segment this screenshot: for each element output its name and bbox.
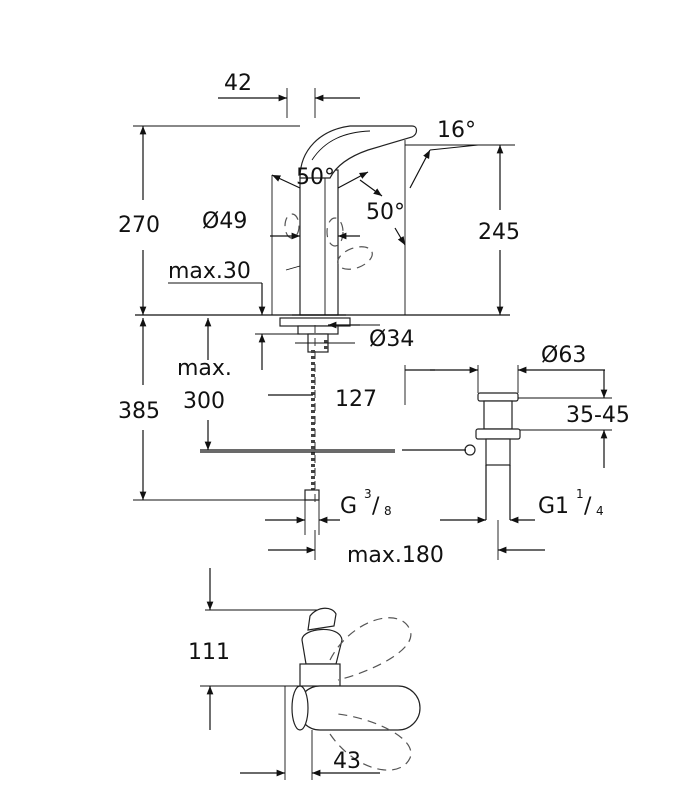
dim-waste-thread-num: 1 [576,487,584,501]
dim-max-pullrod: max.180 [347,543,444,568]
dim-connection-thread: G [340,494,357,519]
dim-connection-thread-num: 3 [364,487,372,501]
dim-plan-depth: 111 [188,640,230,665]
dimension-labels: 42 16° 50° 50° Ø49 270 245 max.30 Ø34 ma… [118,71,630,774]
dim-spout-angle: 16° [437,118,476,143]
dim-waste-thread-den: 4 [596,504,604,518]
dim-max-deck: max.30 [168,259,251,284]
faucet-front-view [284,125,418,316]
dim-connection-thread-den: 8 [384,504,392,518]
dim-lever-angle-right: 50° [366,200,405,225]
dim-waste-diameter: Ø63 [541,343,586,368]
faucet-plan-view [200,568,421,780]
fraction-slash: / [372,494,380,519]
dim-hose-length: 385 [118,399,160,424]
dim-waste-thread: G1 [538,494,569,519]
dim-hose-max-line1: max. [177,356,232,381]
dim-plan-offset: 43 [333,749,361,774]
dim-waste-range: 35-45 [566,403,630,428]
dim-total-height: 270 [118,213,160,238]
dim-horizontal-offset: 127 [335,387,377,412]
fraction-slash-2: / [584,494,592,519]
dim-hole-diameter: Ø34 [369,327,414,352]
dim-outlet-spacing: 42 [224,71,252,96]
dim-base-diameter: Ø49 [202,209,247,234]
dim-hose-max-line2: 300 [183,389,225,414]
dim-lever-angle-left: 50° [296,165,335,190]
dim-spout-height: 245 [478,220,520,245]
waste-assembly [200,392,521,520]
dimension-lines [133,88,612,560]
